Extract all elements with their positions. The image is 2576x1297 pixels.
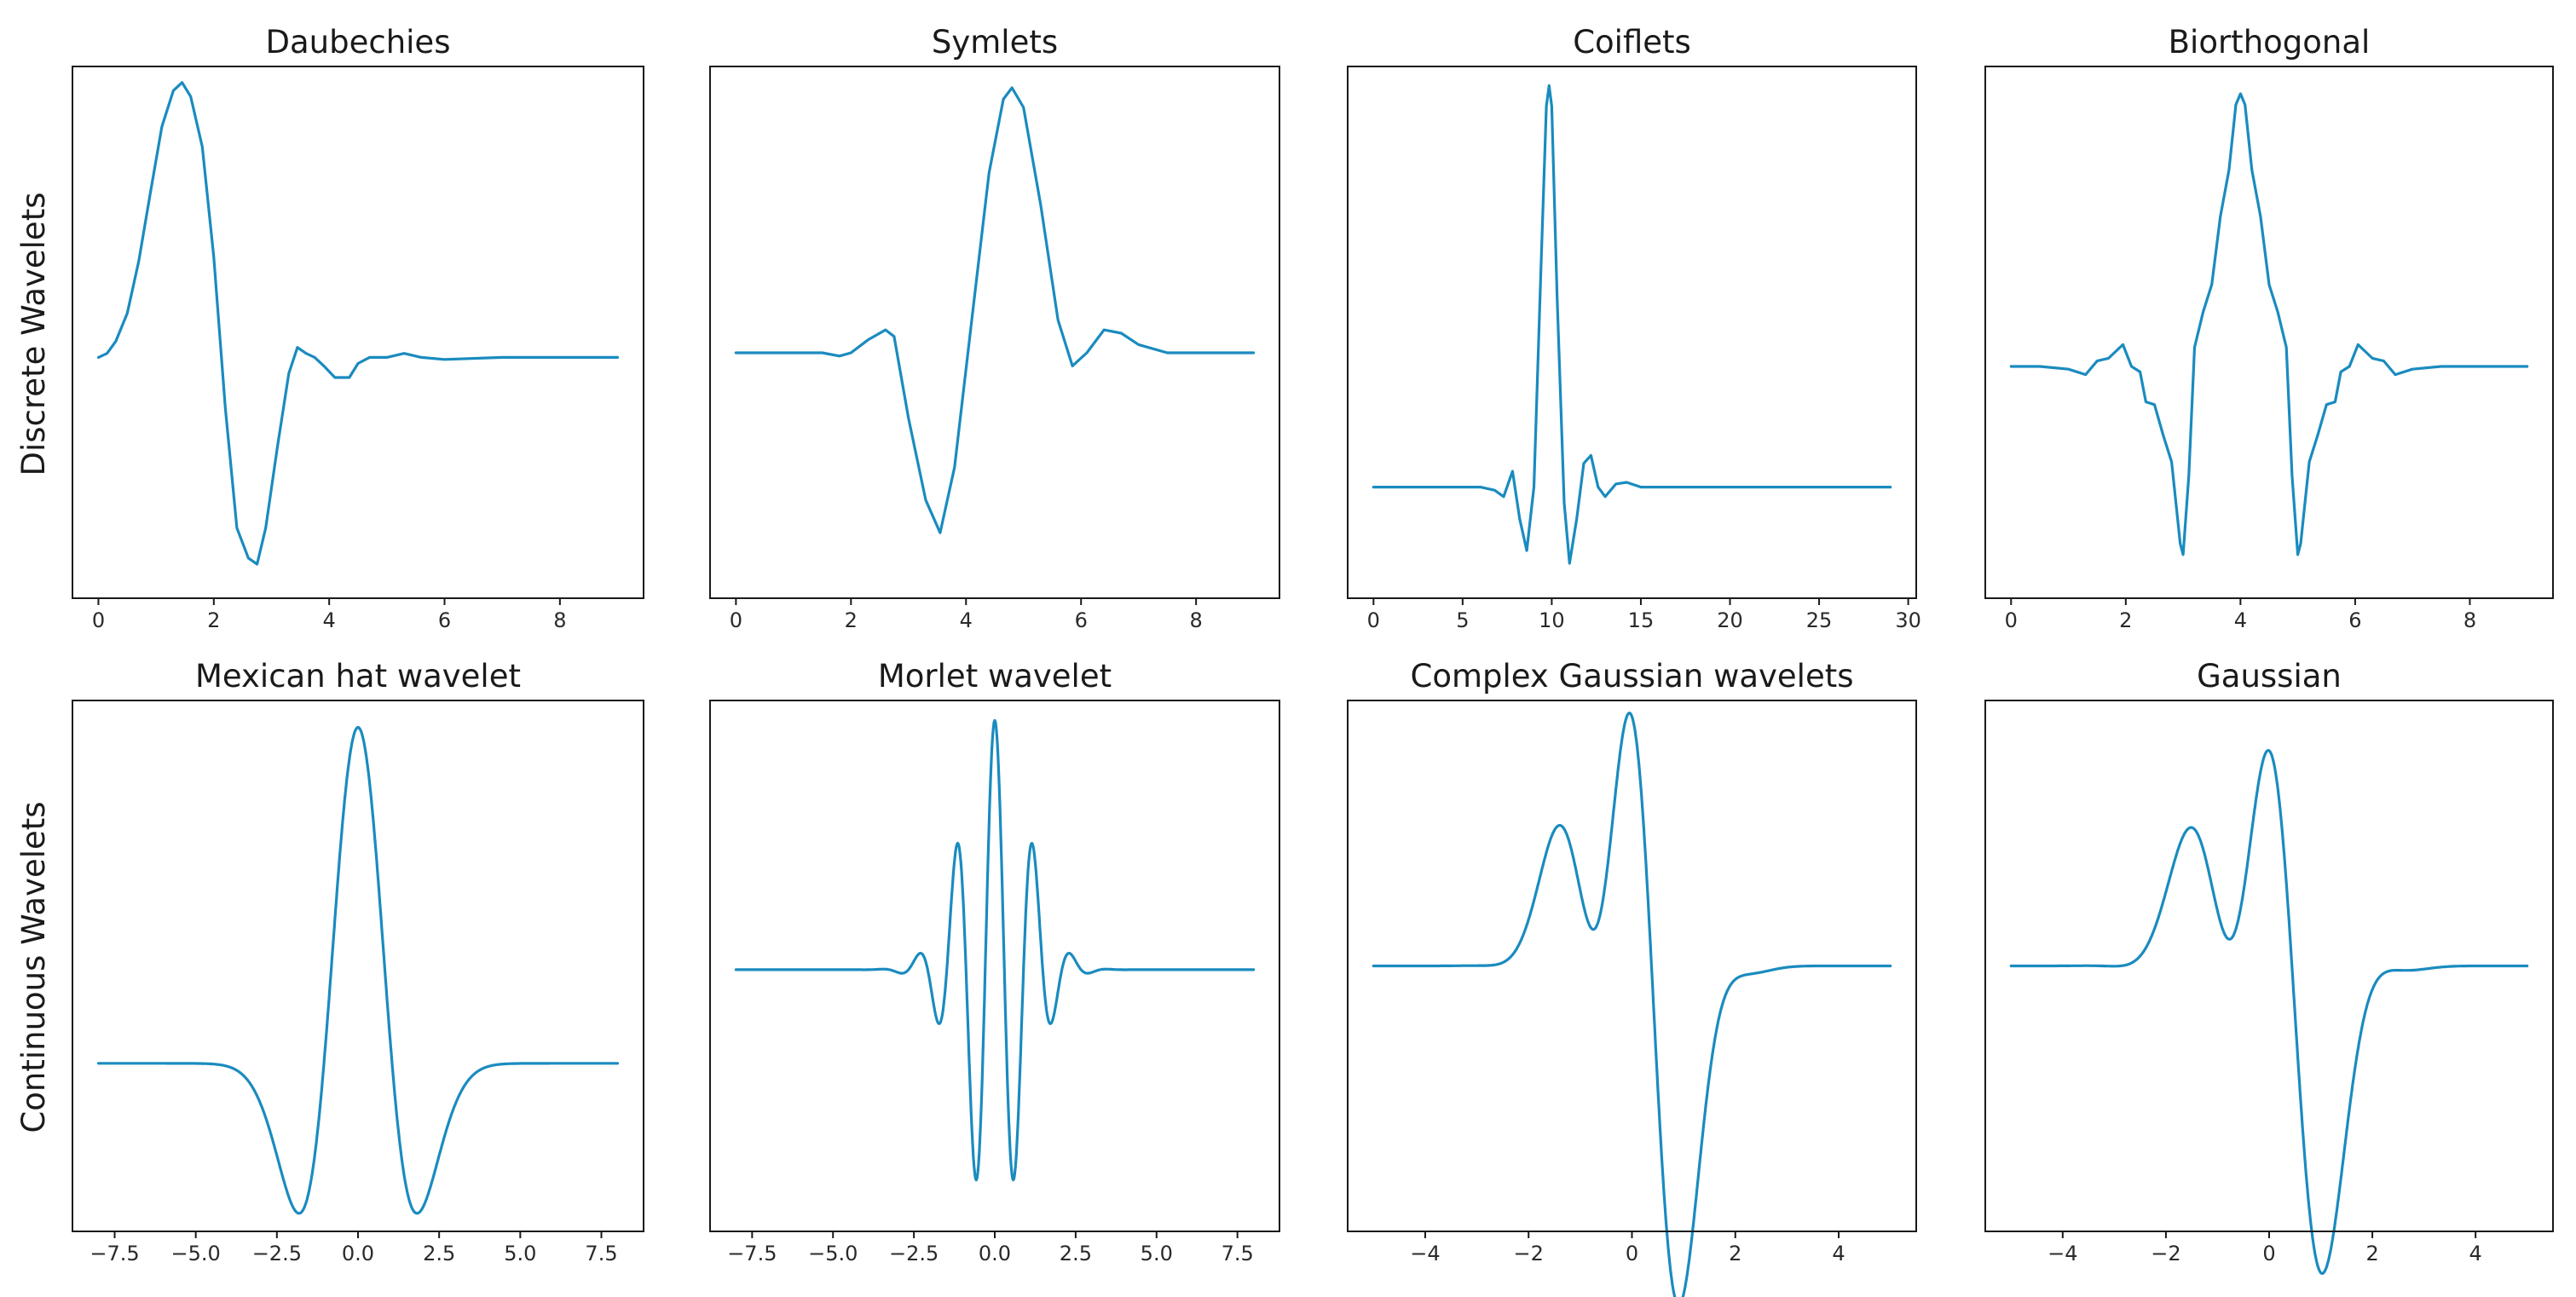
x-tick-label: 2.5 xyxy=(1060,1242,1092,1265)
axes-frame xyxy=(1347,66,1917,599)
x-tick-label: 6 xyxy=(2348,608,2361,632)
x-tick-label: 30 xyxy=(1895,608,1921,632)
x-tick-label: 2.5 xyxy=(423,1242,455,1265)
x-tick-label: 8 xyxy=(553,608,566,632)
x-tick-label: 4 xyxy=(1832,1242,1845,1265)
x-tick-label: 8 xyxy=(1190,608,1203,632)
chart-panel-7: Complex Gaussian wavelets −4 −2 0 2 4 xyxy=(1347,658,1917,1297)
wavelet-curve xyxy=(1372,84,1892,565)
panel-title: Symlets xyxy=(932,24,1058,61)
x-tick-label: 2 xyxy=(845,608,858,632)
x-tick-label: 2 xyxy=(207,608,220,632)
x-tick-label: −4 xyxy=(1410,1242,1440,1265)
x-tick-label: 7.5 xyxy=(585,1242,617,1265)
x-tick-label: 15 xyxy=(1628,608,1655,632)
x-tick-label: 0 xyxy=(92,608,105,632)
x-tick-label: 0.0 xyxy=(342,1242,374,1265)
x-tick-label: 5.0 xyxy=(1141,1242,1173,1265)
wavelet-curve xyxy=(734,86,1256,534)
wavelet-curve xyxy=(96,725,620,1215)
chart-panel-4: Biorthogonal 0 2 4 6 8 xyxy=(1984,24,2554,632)
wavelet-curve xyxy=(1372,712,1892,1297)
wavelet-curve xyxy=(2009,749,2529,1275)
x-tick-label: 2 xyxy=(2365,1242,2378,1265)
x-tick-label: −2.5 xyxy=(252,1242,302,1265)
chart-panel-2: Symlets 0 2 4 6 8 xyxy=(709,24,1280,632)
panel-title: Morlet wavelet xyxy=(878,658,1112,695)
panel-title: Complex Gaussian wavelets xyxy=(1411,658,1854,695)
wavelet-curve xyxy=(734,718,1256,1182)
x-tick-label: 2 xyxy=(2119,608,2132,632)
wavelet-curve xyxy=(96,81,620,566)
x-tick-label: 20 xyxy=(1717,608,1743,632)
panel-title: Coiflets xyxy=(1573,24,1691,61)
x-tick-label: 5.0 xyxy=(504,1242,536,1265)
x-tick-label: 2 xyxy=(1729,1242,1741,1265)
chart-panel-3: Coiflets 0 5 10 15 20 25 30 xyxy=(1347,24,1921,632)
panel-title: Mexican hat wavelet xyxy=(195,658,521,695)
x-tick-label: 0 xyxy=(2005,608,2018,632)
x-tick-label: −2 xyxy=(1514,1242,1544,1265)
x-tick-label: 5 xyxy=(1456,608,1469,632)
x-tick-label: 4 xyxy=(2234,608,2247,632)
panel-title: Biorthogonal xyxy=(2169,24,2371,61)
x-tick-label: 4 xyxy=(2469,1242,2482,1265)
x-tick-label: −2 xyxy=(2151,1242,2180,1265)
x-tick-label: −5.0 xyxy=(808,1242,858,1265)
panels-group: Daubechies 0 2 4 6 8 Symlets 0 2 4 6 8 Coiflets 0 5 10 1… xyxy=(72,24,2554,1297)
x-tick-label: 25 xyxy=(1806,608,1833,632)
axes-frame xyxy=(1984,66,2554,599)
x-tick-label: 4 xyxy=(960,608,973,632)
x-tick-label: 7.5 xyxy=(1222,1242,1254,1265)
panel-title: Daubechies xyxy=(266,24,451,61)
x-tick-label: −4 xyxy=(2048,1242,2077,1265)
x-tick-label: 0 xyxy=(730,608,742,632)
x-tick-label: 0 xyxy=(1626,1242,1638,1265)
x-tick-label: 6 xyxy=(1075,608,1088,632)
x-tick-label: 4 xyxy=(323,608,336,632)
x-tick-label: −5.0 xyxy=(171,1242,221,1265)
chart-panel-6: Morlet wavelet −7.5 −5.0 −2.5 0.0 2.5 5.0 7.5 xyxy=(709,658,1280,1265)
chart-panel-1: Daubechies 0 2 4 6 8 xyxy=(72,24,644,632)
chart-panel-5: Mexican hat wavelet −7.5 −5.0 −2.5 0.0 2.5 5.0… xyxy=(72,658,644,1265)
axes-frame xyxy=(709,66,1280,599)
x-tick-label: 8 xyxy=(2463,608,2476,632)
wavelet-curve xyxy=(2009,92,2529,556)
x-tick-label: 6 xyxy=(438,608,451,632)
x-tick-label: 10 xyxy=(1539,608,1565,632)
x-tick-label: −7.5 xyxy=(90,1242,139,1265)
panel-title: Gaussian xyxy=(2197,658,2342,695)
chart-panel-8: Gaussian −4 −2 0 2 4 xyxy=(1984,658,2554,1275)
x-tick-label: 0 xyxy=(1367,608,1380,632)
row-label-discrete: Discrete Wavelets xyxy=(15,193,52,476)
x-tick-label: −7.5 xyxy=(727,1242,777,1265)
x-tick-label: 0.0 xyxy=(979,1242,1011,1265)
x-tick-label: 0 xyxy=(2262,1242,2275,1265)
axes-frame xyxy=(72,66,644,599)
row-label-continuous: Continuous Wavelets xyxy=(15,801,52,1133)
x-tick-label: −2.5 xyxy=(889,1242,939,1265)
